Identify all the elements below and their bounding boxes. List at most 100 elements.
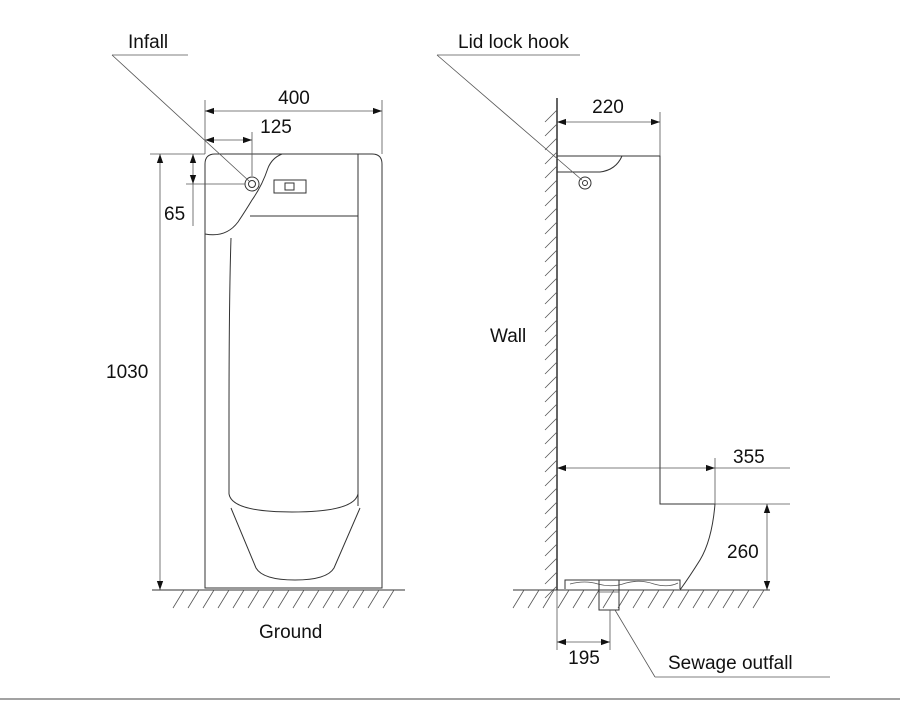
lid-lock-hook-ring-outer [578,176,592,190]
ground-hatch-mark [737,589,750,609]
wall-hatch-mark [544,445,558,459]
ground-hatch-mark [232,589,245,609]
front-infall-ring-inner [248,180,256,188]
wall-hatch-mark [544,347,558,361]
front-sensor-window [273,179,307,194]
wall-hatch-mark [544,417,558,431]
wall-hatch-mark [544,109,558,123]
ground-hatch-mark [617,589,630,609]
sewage-outfall-label: Sewage outfall [668,653,793,674]
wall-hatching [544,109,558,599]
side-base-plate [564,579,681,589]
wall-hatch-mark [544,123,558,137]
side-lid [557,155,623,173]
wall-label: Wall [490,326,526,347]
ground-hatch-mark [382,589,395,609]
ground-hatch-mark [647,589,660,609]
front-bowl-left-wall [228,237,232,494]
front-labels: Infall Ground [111,32,322,643]
side-body-profile [557,155,716,591]
wall-hatch-mark [544,543,558,557]
ground-hatch-mark [602,589,615,609]
dimension-label-125: 125 [260,117,292,138]
wall-hatch-mark [544,193,558,207]
front-infall-cutout [204,153,283,236]
wall-hatch-mark [544,361,558,375]
ground-hatch-mark [352,589,365,609]
dimension-label-260: 260 [727,542,759,563]
ground-hatch-mark [187,589,200,609]
ground-hatch-mark [307,589,320,609]
side-base-wave [569,580,679,587]
wall-hatch-mark [544,249,558,263]
wall-hatch-mark [544,389,558,403]
front-view [152,153,405,609]
infall-label: Infall [128,32,168,53]
wall-hatch-mark [544,375,558,389]
wall-hatch-mark [544,305,558,319]
wall-hatch-mark [544,557,558,571]
dimension-label-65: 65 [164,204,185,225]
front-dimensions: 400 125 1030 65 [106,88,383,590]
ground-hatch-mark [722,589,735,609]
wall-hatch-mark [544,151,558,165]
wall-hatch-mark [544,473,558,487]
ground-hatch-mark [572,589,585,609]
ground-hatch-mark [247,589,260,609]
dimension-label-1030: 1030 [106,362,148,383]
wall-hatch-mark [544,529,558,543]
wall-hatch-mark [544,487,558,501]
ground-hatch-mark [292,589,305,609]
wall-hatch-mark [544,403,558,417]
front-sensor-inner [284,182,295,191]
side-view [512,98,770,611]
ground-hatch-mark [172,589,185,609]
ground-hatch-mark [677,589,690,609]
infall-leader-line [111,54,250,182]
front-ground-hatching [172,589,395,609]
side-dimensions: 220 355 260 195 [556,97,790,669]
ground-hatch-mark [632,589,645,609]
wall-hatch-mark [544,221,558,235]
ground-hatch-mark [337,589,350,609]
ground-hatch-mark [512,589,525,609]
lid-lock-hook-label: Lid lock hook [458,32,569,53]
wall-hatch-mark [544,235,558,249]
ground-hatch-mark [367,589,380,609]
lid-lock-hook-leader-line [436,54,583,181]
ground-hatch-mark [752,589,765,609]
wall-hatch-mark [544,431,558,445]
ground-hatch-mark [322,589,335,609]
ground-hatch-mark [587,589,600,609]
wall-hatch-mark [544,277,558,291]
wall-hatch-mark [544,319,558,333]
front-body-outline [204,153,383,589]
front-bowl-rim [228,493,359,513]
wall-hatch-mark [544,179,558,193]
ground-label: Ground [259,622,322,643]
wall-hatch-mark [544,291,558,305]
front-bowl-basin [230,507,361,581]
wall-hatch-mark [544,165,558,179]
ground-hatch-mark [202,589,215,609]
dimension-label-355: 355 [733,447,765,468]
dimension-label-400: 400 [278,88,310,109]
ground-hatch-mark [262,589,275,609]
ground-hatch-mark [217,589,230,609]
side-ground-hatching [512,589,765,609]
wall-hatch-mark [544,585,558,599]
lid-lock-hook-ring-inner [582,180,588,186]
sewage-outfall-leader-line [614,609,656,678]
wall-hatch-mark [544,571,558,585]
wall-hatch-mark [544,459,558,473]
ground-hatch-mark [662,589,675,609]
sewage-outfall-pipe [598,579,620,611]
wall-hatch-mark [544,207,558,221]
ground-hatch-mark [557,589,570,609]
ground-hatch-mark [692,589,705,609]
dimension-label-195: 195 [568,648,600,669]
wall-hatch-mark [544,137,558,151]
wall-hatch-mark [544,515,558,529]
ground-hatch-mark [707,589,720,609]
